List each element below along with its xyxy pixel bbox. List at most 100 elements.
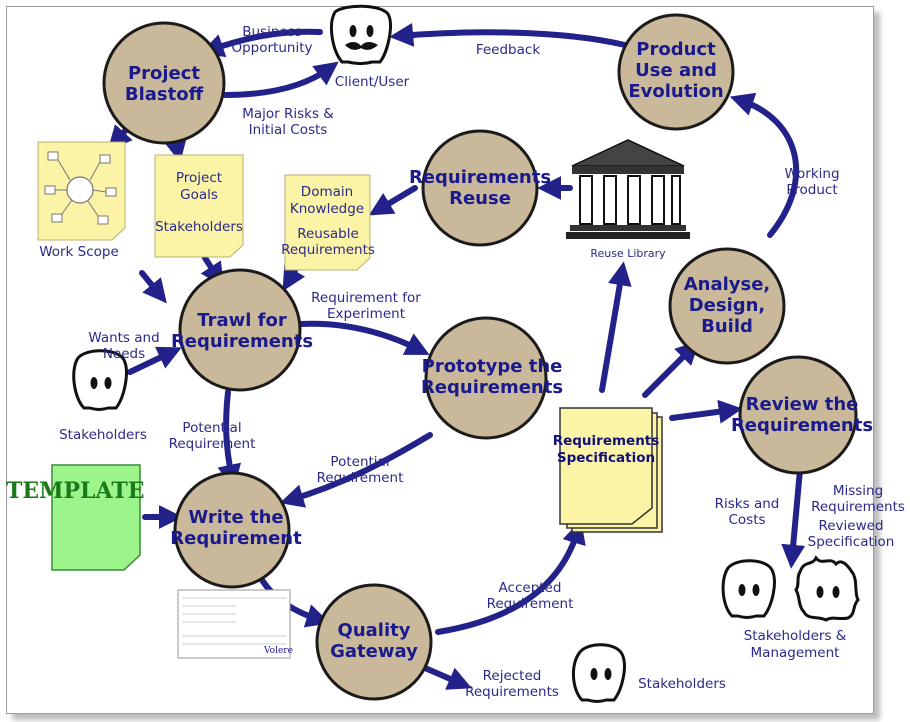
reusable-req-label-1: Reusable xyxy=(297,226,359,242)
domain-knowledge-label-2: Knowledge xyxy=(290,201,364,217)
process-analyse-design-build[interactable]: Analyse, Design, Build xyxy=(668,247,786,365)
spec-label-1: Requirements xyxy=(553,433,660,449)
process-analyse-line-1: Analyse, xyxy=(684,274,771,295)
process-prototype-line-1: Prototype the xyxy=(422,356,563,377)
arrow-req-for-experiment xyxy=(297,320,430,355)
flow-reviewed-2: Specification xyxy=(808,534,895,550)
process-product-use[interactable]: Product Use and Evolution xyxy=(617,13,735,131)
arrow-potential-req-mid xyxy=(279,432,433,508)
template-label: TEMPLATE xyxy=(6,478,145,504)
stakeholders-mgmt-label-2: Management xyxy=(751,645,840,661)
flow-risks-costs-1: Risks and xyxy=(715,496,780,512)
process-prototype-line-2: Requirements xyxy=(421,377,563,398)
volere-snow-card xyxy=(177,589,291,659)
client-user-face-icon xyxy=(330,4,392,65)
stakeholders-bottom-face-icon xyxy=(572,643,626,703)
arrow-working-product xyxy=(729,92,800,238)
template-document xyxy=(51,464,141,571)
flow-working-product-2: Product xyxy=(786,182,837,198)
requirements-specification-stack xyxy=(559,407,663,533)
process-trawl[interactable]: Trawl for Requirements xyxy=(171,268,313,392)
arrow-feedback xyxy=(389,22,628,48)
process-requirements-reuse[interactable]: Requirements Reuse xyxy=(409,129,551,247)
stakeholders-bottom-label: Stakeholders xyxy=(638,676,726,692)
flow-risks-costs-2: Costs xyxy=(728,512,765,528)
management-face-icon xyxy=(794,555,860,622)
arrow-client-to-blastoff xyxy=(199,28,323,58)
volere-label: Volere xyxy=(263,646,293,656)
flow-accepted-2: Requirement xyxy=(487,596,574,612)
arrow-reuse-to-domain xyxy=(368,185,418,216)
flow-rejected-2: Requirements xyxy=(465,684,559,700)
project-goals-note xyxy=(154,154,244,258)
stakeholders-mgmt-label-1: Stakeholders & xyxy=(744,628,847,644)
process-quality-gateway[interactable]: Quality Gateway xyxy=(315,583,433,701)
process-product-use-line-3: Evolution xyxy=(628,81,723,102)
domain-knowledge-note xyxy=(284,174,371,271)
project-goals-label-2: Goals xyxy=(180,187,218,203)
process-prototype[interactable]: Prototype the Requirements xyxy=(421,316,563,440)
stakeholders-note-label: Stakeholders xyxy=(155,219,243,235)
client-user-label: Client/User xyxy=(335,74,410,90)
flow-major-risks-1: Major Risks & xyxy=(242,106,334,122)
process-project-blastoff[interactable]: Project Blastoff xyxy=(102,21,226,145)
domain-knowledge-label-1: Domain xyxy=(301,184,353,200)
flow-potential-mid-2: Requirement xyxy=(317,470,404,486)
flow-business-opportunity-2: Opportunity xyxy=(231,40,312,56)
process-review-line-1: Review the xyxy=(746,394,859,415)
flow-potential-left-1: Potential xyxy=(182,420,241,436)
flow-wants-needs-2: Needs xyxy=(103,346,145,362)
arrow-spec-to-analyse xyxy=(642,340,700,398)
arrow-rejected xyxy=(422,665,472,690)
stakeholders-left-label: Stakeholders xyxy=(59,427,147,443)
process-quality-line-2: Gateway xyxy=(330,641,418,662)
flow-req-experiment-2: Experiment xyxy=(327,306,405,322)
process-write-line-2: Requirement xyxy=(170,528,302,549)
flow-potential-mid-1: Potential xyxy=(330,454,389,470)
reusable-req-label-2: Requirements xyxy=(281,242,375,258)
stakeholders-face-icon xyxy=(721,559,776,619)
reuse-library-icon xyxy=(566,139,690,239)
flow-rejected-1: Rejected xyxy=(483,668,542,684)
flow-working-product-1: Working xyxy=(784,166,839,182)
flow-business-opportunity-1: Business xyxy=(242,24,302,40)
process-product-use-line-1: Product xyxy=(636,39,716,60)
process-review-line-2: Requirements xyxy=(731,415,873,436)
process-write-line-1: Write the xyxy=(188,507,283,528)
reuse-library-label: Reuse Library xyxy=(590,247,666,260)
flow-wants-needs-1: Wants and xyxy=(88,330,159,346)
arrow-spec-to-review xyxy=(669,399,743,424)
arrow-spec-to-library xyxy=(599,261,632,393)
stakeholders-left-face-icon xyxy=(72,349,128,411)
process-analyse-line-3: Build xyxy=(701,316,753,337)
process-product-use-line-2: Use and xyxy=(635,60,717,81)
arrow-scope-to-trawl xyxy=(139,270,167,304)
work-scope-artifact xyxy=(37,141,126,241)
process-trawl-line-2: Requirements xyxy=(171,331,313,352)
flow-missing-1: Missing xyxy=(833,483,883,499)
process-review[interactable]: Review the Requirements xyxy=(731,355,873,475)
arrow-potential-req-left xyxy=(217,389,242,489)
process-analyse-line-2: Design, xyxy=(689,295,766,316)
flow-feedback: Feedback xyxy=(476,42,540,58)
spec-label-2: Specification xyxy=(557,450,655,466)
process-trawl-line-1: Trawl for xyxy=(197,310,287,331)
flow-missing-2: Requirements xyxy=(811,499,905,515)
flow-accepted-1: Accepted xyxy=(499,580,562,596)
process-project-blastoff-line-2: Blastoff xyxy=(125,84,204,105)
flow-reviewed-1: Reviewed xyxy=(818,518,883,534)
arrow-review-to-mgmt xyxy=(781,467,806,569)
arrow-blastoff-to-client xyxy=(222,61,339,98)
flow-req-experiment-1: Requirement for xyxy=(311,290,421,306)
arrow-wants-needs xyxy=(127,346,182,375)
process-quality-line-1: Quality xyxy=(338,620,411,641)
project-goals-label-1: Project xyxy=(176,170,222,186)
work-scope-label: Work Scope xyxy=(39,244,119,260)
process-requirements-reuse-line-1: Requirements xyxy=(409,167,551,188)
process-requirements-reuse-line-2: Reuse xyxy=(449,188,511,209)
flow-major-risks-2: Initial Costs xyxy=(249,122,328,138)
process-project-blastoff-line-1: Project xyxy=(128,63,200,84)
arrow-accepted xyxy=(435,519,586,635)
process-write-requirement[interactable]: Write the Requirement xyxy=(170,471,302,589)
